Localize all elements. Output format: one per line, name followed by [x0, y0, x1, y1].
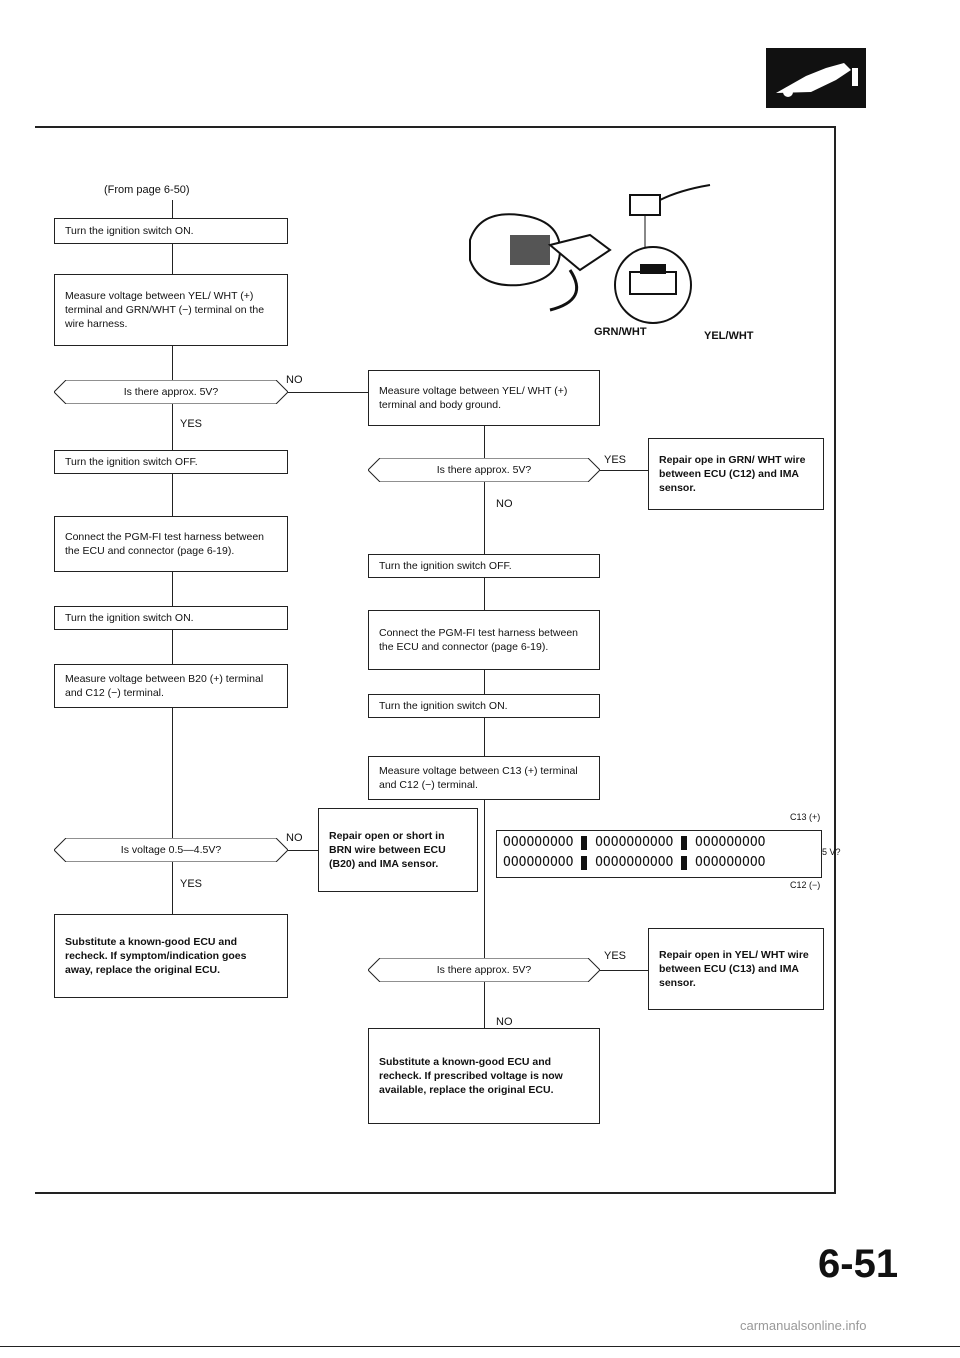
flow-line [484, 718, 485, 756]
repair-grn-wire: Repair ope in GRN/ WHT wire between ECU … [648, 438, 824, 510]
pin-group: OOOOOOOOOO [595, 855, 674, 870]
connector-row-2: OOOOOOOOO OOOOOOOOOO OOOOOOOOO [503, 855, 766, 870]
yes-label: YES [180, 418, 203, 430]
flow-line [600, 970, 648, 971]
step-measure-yel-body: Measure voltage between YEL/ WHT (+) ter… [368, 370, 600, 426]
step-ignition-off-1: Turn the ignition switch OFF. [54, 450, 288, 474]
c12-label: C12 (−) [790, 880, 821, 890]
flow-line [172, 572, 173, 606]
step-measure-yel-grn: Measure voltage between YEL/ WHT (+) ter… [54, 274, 288, 346]
divider [581, 855, 588, 870]
repair-yel-wire: Repair open in YEL/ WHT wire between ECU… [648, 928, 824, 1010]
pin-group: OOOOOOOOO [695, 835, 766, 850]
watermark: carmanualsonline.info [740, 1318, 867, 1333]
flow-line [484, 426, 485, 458]
step-measure-c13-c12: Measure voltage between C13 (+) terminal… [368, 756, 600, 800]
yes-label: YES [180, 878, 203, 890]
divider [681, 835, 688, 850]
no-label: NO [496, 1016, 513, 1028]
pin-group: OOOOOOOOO [503, 835, 574, 850]
pin-group: OOOOOOOOOO [595, 835, 674, 850]
footer-rule [0, 1346, 960, 1347]
flow-line [484, 982, 485, 1028]
section-tab-icon [766, 48, 866, 108]
step-ignition-on-3: Turn the ignition switch ON. [368, 694, 600, 718]
top-rule [35, 126, 835, 128]
step-ignition-on-1: Turn the ignition switch ON. [54, 218, 288, 244]
yel-wht-label: YEL/WHT [704, 330, 754, 342]
bottom-rule [35, 1192, 835, 1194]
step-ignition-off-2: Turn the ignition switch OFF. [368, 554, 600, 578]
flow-line [172, 708, 173, 838]
step-connect-harness-1: Connect the PGM-FI test harness between … [54, 516, 288, 572]
step-ignition-on-2: Turn the ignition switch ON. [54, 606, 288, 630]
yes-label: YES [604, 950, 627, 962]
result-substitute-ecu-left: Substitute a known-good ECU and recheck.… [54, 914, 288, 998]
question-5v-left: Is there approx. 5V? [53, 379, 289, 405]
step-measure-b20-c12: Measure voltage between B20 (+) terminal… [54, 664, 288, 708]
yes-label: YES [604, 454, 627, 466]
no-label: NO [286, 374, 303, 386]
question-voltage-range: Is voltage 0.5—4.5V? [53, 837, 289, 863]
connector-row-1: OOOOOOOOO OOOOOOOOOO OOOOOOOOO [503, 835, 766, 850]
flow-line [288, 850, 318, 851]
flow-line [172, 862, 173, 914]
flow-line [172, 200, 173, 218]
flow-line [172, 346, 173, 380]
volt-label: 5 V? [822, 847, 841, 857]
flow-line [484, 670, 485, 694]
question-5v-right-2: Is there approx. 5V? [367, 957, 601, 983]
flow-line [172, 474, 173, 516]
no-label: NO [496, 498, 513, 510]
ima-sensor-illustration [440, 180, 740, 330]
step-connect-harness-2: Connect the PGM-FI test harness between … [368, 610, 600, 670]
divider [681, 855, 688, 870]
ecu-connector: OOOOOOOOO OOOOOOOOOO OOOOOOOOO OOOOOOOOO… [496, 830, 822, 878]
flow-line [172, 404, 173, 450]
flow-line [172, 244, 173, 274]
grn-wht-label: GRN/WHT [594, 326, 647, 338]
page-number: 6-51 [818, 1242, 899, 1286]
right-rule [834, 126, 836, 1194]
c13-label: C13 (+) [790, 812, 821, 822]
pin-group: OOOOOOOOO [503, 855, 574, 870]
flow-line [484, 800, 485, 958]
result-substitute-ecu-right: Substitute a known-good ECU and recheck.… [368, 1028, 600, 1124]
flow-line [600, 470, 648, 471]
question-5v-right-1: Is there approx. 5V? [367, 457, 601, 483]
flow-line [172, 630, 173, 664]
flow-line [484, 578, 485, 610]
from-page-note: (From page 6-50) [104, 184, 190, 196]
flow-line [288, 392, 368, 393]
flow-line [484, 482, 485, 554]
pin-group: OOOOOOOOO [695, 855, 766, 870]
divider [581, 835, 588, 850]
repair-brn-wire: Repair open or short in BRN wire between… [318, 808, 478, 892]
no-label: NO [286, 832, 303, 844]
